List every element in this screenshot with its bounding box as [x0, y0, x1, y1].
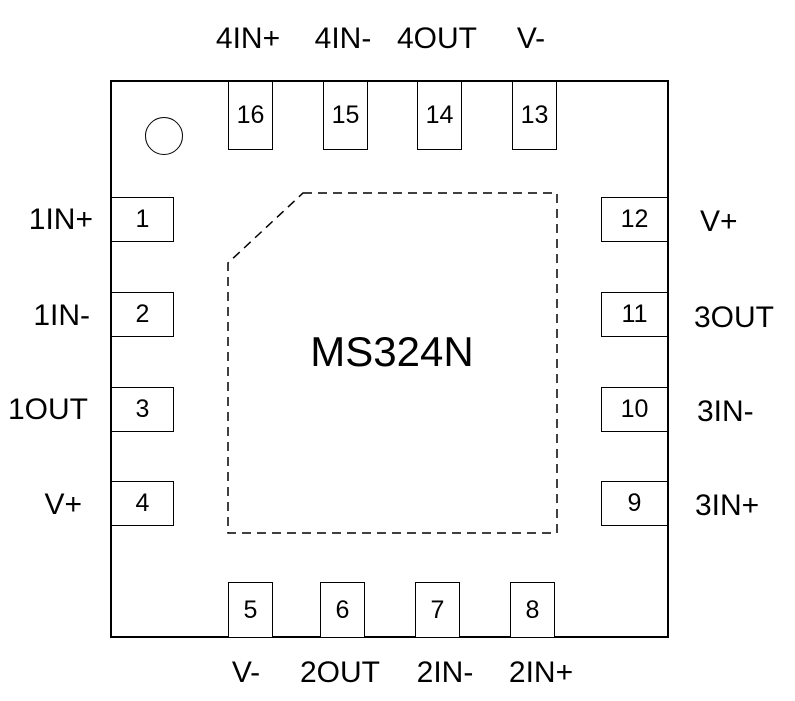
- pin-label-5: V-: [231, 656, 261, 689]
- pin-pad-13: 13: [512, 81, 557, 150]
- pin-pad-3: 3: [111, 387, 174, 432]
- pin-label-1: 1IN+: [28, 203, 93, 236]
- pin-label-4: V+: [44, 488, 82, 521]
- pin-pad-9: 9: [601, 481, 668, 526]
- pin-label-14: 4OUT: [396, 22, 478, 55]
- pin-label-13: V-: [516, 22, 546, 55]
- pin-one-marker-icon: [145, 117, 183, 155]
- pin-pad-12: 12: [601, 197, 668, 242]
- pin-label-8: 2IN+: [508, 656, 574, 689]
- pin-label-6: 2OUT: [299, 656, 381, 689]
- pin-label-3: 1OUT: [7, 393, 88, 426]
- pin-pad-5: 5: [228, 582, 273, 638]
- pin-pad-15: 15: [323, 81, 368, 150]
- pin-label-10: 3IN-: [697, 395, 754, 428]
- pin-pad-8: 8: [510, 582, 555, 638]
- pin-label-16: 4IN+: [215, 22, 281, 55]
- pin-label-9: 3IN+: [695, 489, 760, 522]
- pin-label-11: 3OUT: [694, 301, 775, 334]
- pin-pad-16: 16: [228, 81, 273, 150]
- chip-name: MS324N: [310, 328, 474, 375]
- pin-label-2: 1IN-: [33, 299, 90, 332]
- pin-pad-2: 2: [111, 292, 174, 337]
- pin-pad-11: 11: [601, 292, 668, 337]
- pin-label-12: V+: [700, 205, 738, 238]
- pin-pad-14: 14: [417, 81, 462, 150]
- pin-pad-10: 10: [601, 387, 668, 432]
- ic-package-outline: [110, 80, 669, 638]
- pin-label-7: 2IN-: [416, 656, 474, 689]
- pin-pad-1: 1: [111, 197, 174, 242]
- pin-pad-7: 7: [415, 582, 460, 638]
- pin-pad-4: 4: [111, 481, 174, 526]
- pin-pad-6: 6: [320, 582, 365, 638]
- pin-label-15: 4IN-: [314, 22, 372, 55]
